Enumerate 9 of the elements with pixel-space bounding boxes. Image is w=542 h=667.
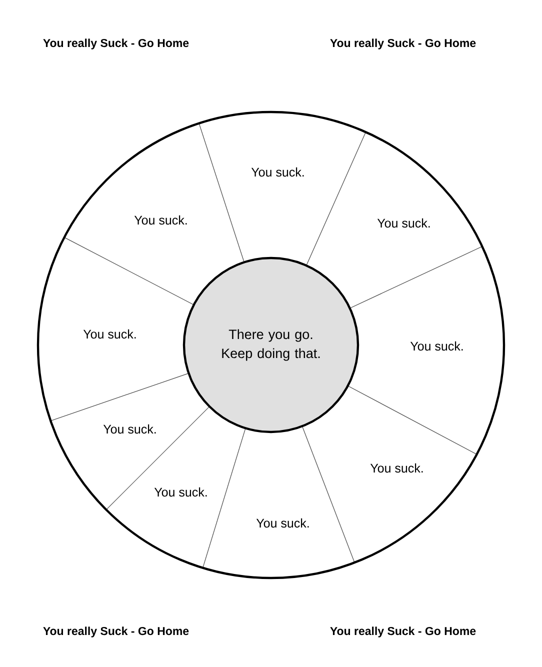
wheel-segment: You suck. <box>38 237 194 422</box>
wheel-segment: You suck. <box>348 246 504 455</box>
wheel-segment: You suck. <box>198 112 366 266</box>
caption-text: You really Suck - Go Home <box>330 626 476 638</box>
caption-text: You really Suck - Go Home <box>43 626 189 638</box>
caption-text: You really Suck - Go Home <box>43 38 189 50</box>
caption-text: You really Suck - Go Home <box>330 38 476 50</box>
wheel-segment: You suck. <box>306 132 482 309</box>
wheel-segment: You suck. <box>64 123 244 306</box>
